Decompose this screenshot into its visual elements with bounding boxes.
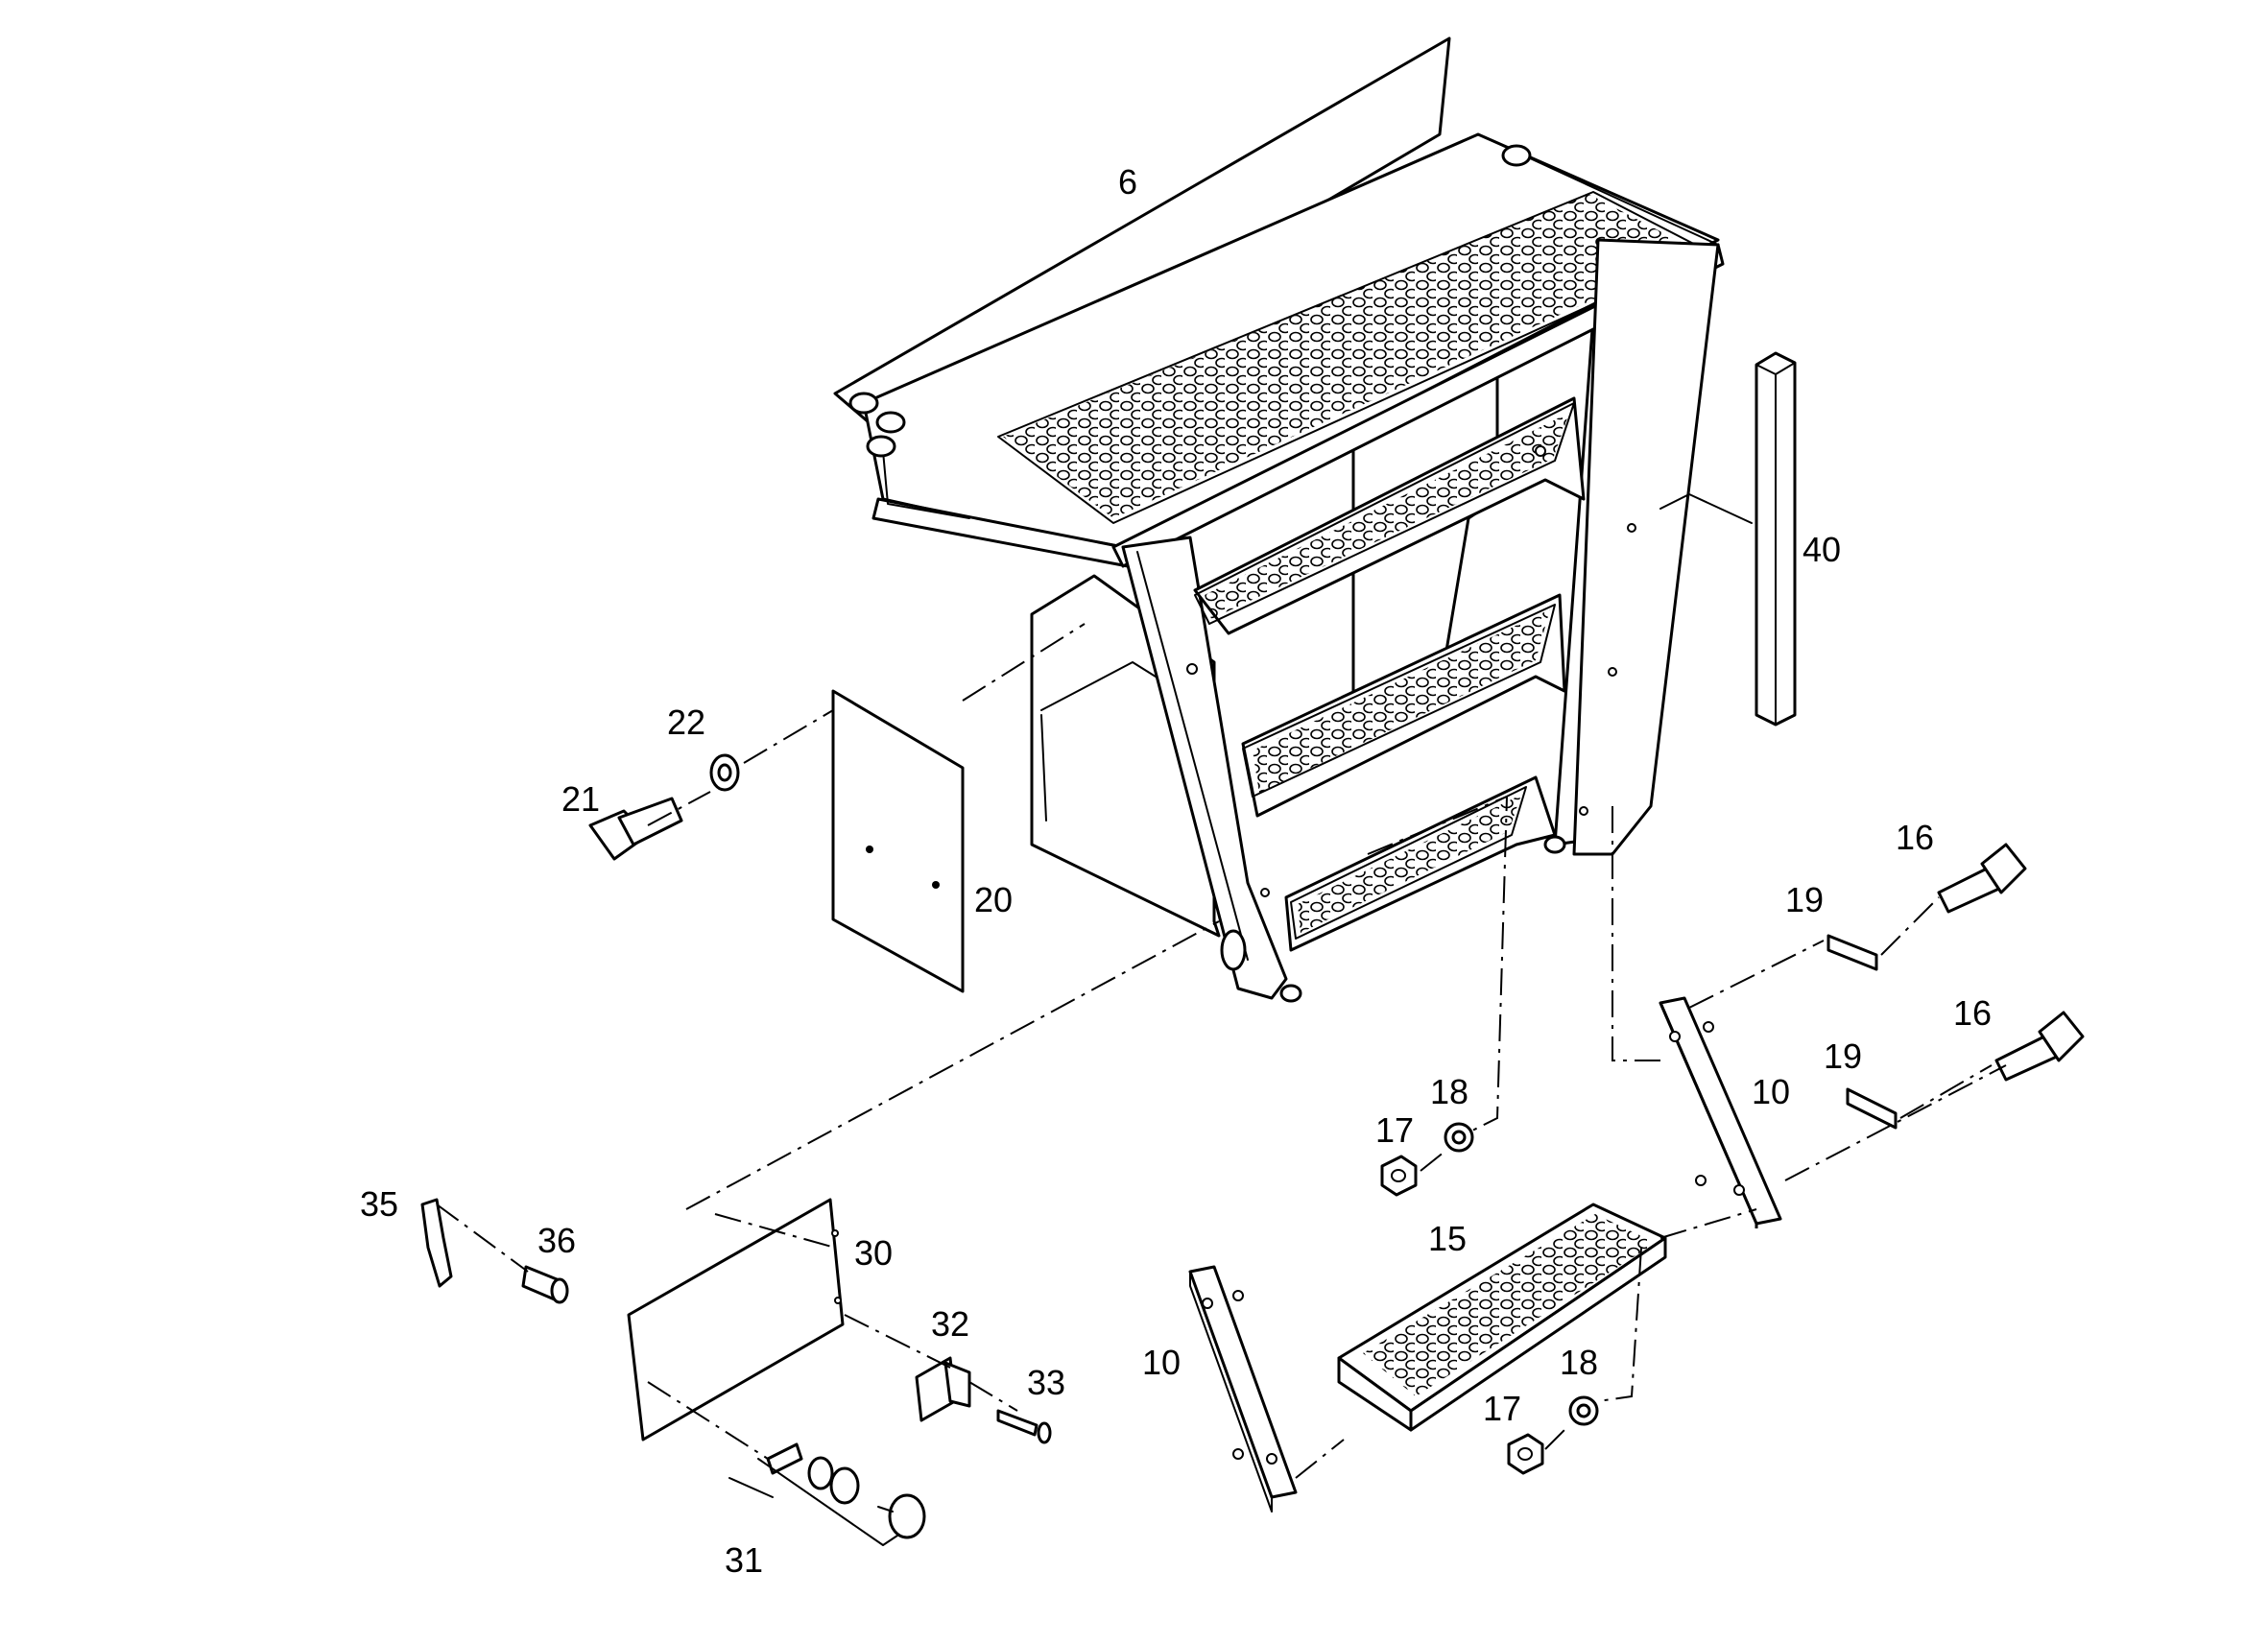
callout-20: 20 xyxy=(974,880,1013,919)
bolt-16-upper xyxy=(1937,843,2027,914)
washer-18-upper xyxy=(1444,1122,1474,1153)
step-assembly xyxy=(833,36,1725,1003)
callout-16-upper: 16 xyxy=(1896,818,1934,857)
bolt-16-lower xyxy=(1994,1011,2085,1082)
washer-18-lower xyxy=(1568,1395,1599,1426)
callout-6: 6 xyxy=(1118,162,1137,202)
callout-33: 33 xyxy=(1027,1363,1065,1402)
pin-36 xyxy=(521,1265,569,1304)
leader-31 xyxy=(728,1477,774,1498)
bolt-21 xyxy=(588,797,683,861)
bar-40 xyxy=(1659,351,1797,727)
callout-16-lower: 16 xyxy=(1953,993,1992,1033)
callout-32: 32 xyxy=(931,1304,969,1344)
callout-17-lower: 17 xyxy=(1483,1389,1521,1428)
callout-40: 40 xyxy=(1802,530,1841,569)
callout-10-right: 10 xyxy=(1752,1072,1790,1111)
callout-36: 36 xyxy=(537,1221,576,1260)
callout-21: 21 xyxy=(561,779,600,819)
plate-10-right xyxy=(1659,996,1782,1228)
callout-18-upper: 18 xyxy=(1430,1072,1468,1111)
callout-labels: 6 40 22 21 20 16 19 16 19 10 18 17 35 36… xyxy=(360,162,1992,1580)
callout-17-upper: 17 xyxy=(1375,1110,1414,1150)
lock-31 xyxy=(766,1442,926,1539)
callout-19-upper: 19 xyxy=(1785,880,1824,919)
callout-19-lower: 19 xyxy=(1824,1036,1862,1076)
plate-19-lower xyxy=(1846,1087,1898,1130)
callout-31: 31 xyxy=(725,1540,763,1580)
bracket-32 xyxy=(915,1356,971,1422)
step-15 xyxy=(1337,1203,1667,1432)
callout-10-left: 10 xyxy=(1142,1343,1181,1382)
assembly-lines xyxy=(436,623,2007,1479)
washer-22 xyxy=(709,753,740,792)
callout-15: 15 xyxy=(1428,1219,1467,1258)
plate-20 xyxy=(831,689,965,993)
bracket-31 xyxy=(757,1458,898,1546)
plate-30 xyxy=(627,1198,845,1441)
nut-17-lower xyxy=(1507,1433,1544,1475)
callout-30: 30 xyxy=(854,1233,893,1273)
callout-35: 35 xyxy=(360,1184,398,1224)
screw-33 xyxy=(996,1409,1052,1444)
clip-35 xyxy=(420,1198,453,1288)
nut-17-upper xyxy=(1380,1155,1418,1197)
plate-19-upper xyxy=(1826,934,1878,971)
callout-22: 22 xyxy=(667,703,705,742)
callout-18-lower: 18 xyxy=(1560,1343,1598,1382)
plate-10-left xyxy=(1188,1265,1298,1513)
